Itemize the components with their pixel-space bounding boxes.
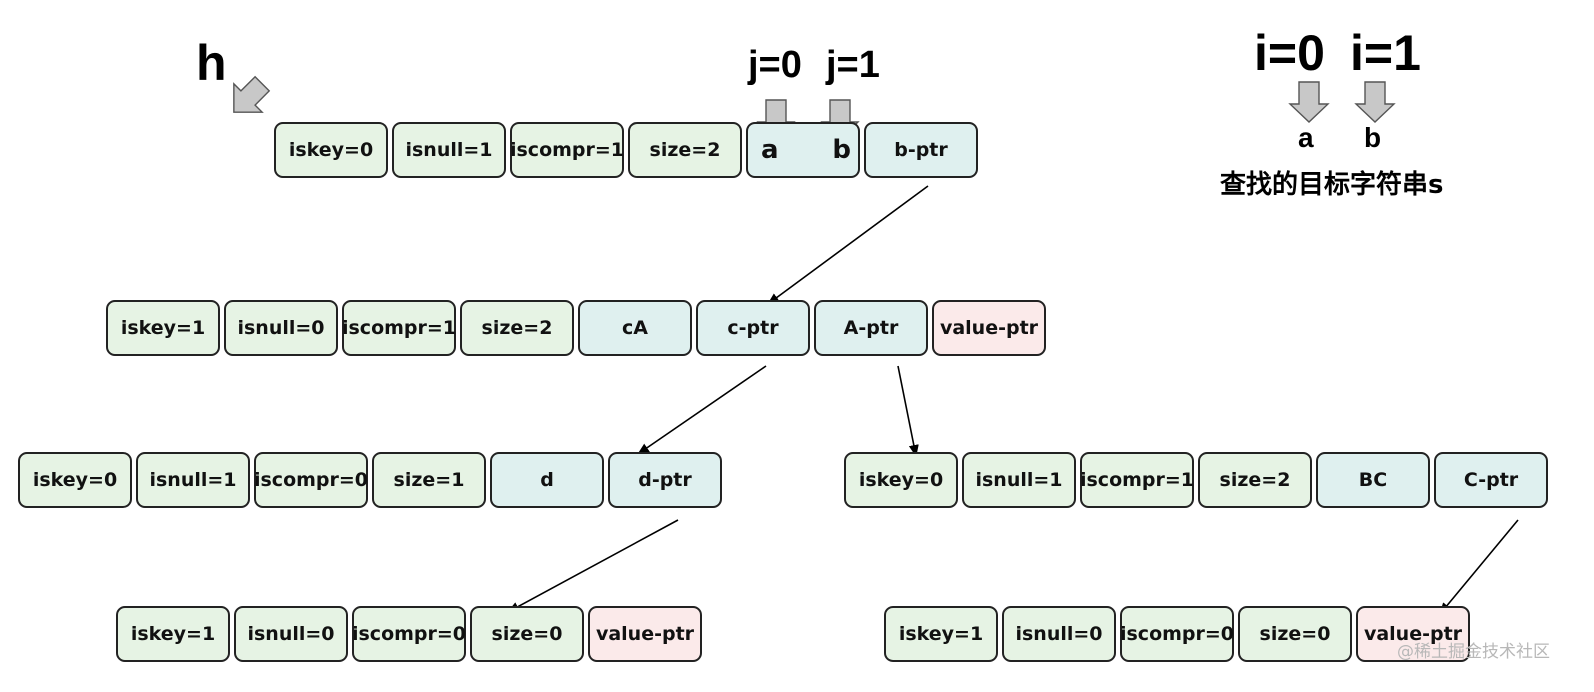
edge-d-ptr-to-level3-left: [507, 519, 679, 613]
index-label-i1: i=1: [1350, 25, 1421, 81]
level3-right-iscompr-cell: iscompr=0: [1120, 606, 1234, 662]
level3-right-value-ptr-cell: value-ptr: [1356, 606, 1470, 662]
root-key-char-a: a: [760, 135, 779, 165]
root-key-cell: a b: [746, 122, 860, 178]
level2-right-iskey-cell: iskey=0: [844, 452, 958, 508]
level3-right-size-cell: size=0: [1238, 606, 1352, 662]
edge-C-ptr-to-level3-right: [1439, 519, 1519, 615]
root-b-ptr-cell: b-ptr: [864, 122, 978, 178]
level2-left-isnull-cell: isnull=1: [136, 452, 250, 508]
edge-A-ptr-to-level2-right: [897, 365, 919, 457]
level1-c-ptr-cell: c-ptr: [696, 300, 810, 356]
level3-left-size-cell: size=0: [470, 606, 584, 662]
level3-right-isnull-cell: isnull=0: [1002, 606, 1116, 662]
root-iskey-cell: iskey=0: [274, 122, 388, 178]
level1-isnull-cell: isnull=0: [224, 300, 338, 356]
level3-right-iskey-cell: iskey=1: [884, 606, 998, 662]
search-string-caption: 查找的目标字符串s: [1220, 170, 1444, 200]
level3-left-iskey-cell: iskey=1: [116, 606, 230, 662]
search-char-b: b: [1364, 122, 1382, 153]
search-char-a: a: [1298, 122, 1314, 153]
pointer-label-h: h: [196, 35, 227, 91]
i0-down-arrow-icon: [1288, 81, 1330, 123]
edge-c-ptr-to-level2-left: [637, 365, 767, 455]
level3-left-isnull-cell: isnull=0: [234, 606, 348, 662]
root-iscompr-cell: iscompr=1: [510, 122, 624, 178]
root-key-char-b: b: [832, 135, 852, 165]
level2-left-key-cell: d: [490, 452, 604, 508]
level3-left-iscompr-cell: iscompr=0: [352, 606, 466, 662]
level2-left-size-cell: size=1: [372, 452, 486, 508]
level1-key-cell: cA: [578, 300, 692, 356]
watermark-text: @稀土掘金技术社区: [1397, 642, 1550, 662]
level1-A-ptr-cell: A-ptr: [814, 300, 928, 356]
edge-b-ptr-to-level1: [767, 185, 929, 305]
level2-right-key-cell: BC: [1316, 452, 1430, 508]
level1-size-cell: size=2: [460, 300, 574, 356]
root-isnull-cell: isnull=1: [392, 122, 506, 178]
level2-right-isnull-cell: isnull=1: [962, 452, 1076, 508]
level2-left-iskey-cell: iskey=0: [18, 452, 132, 508]
level1-value-ptr-cell: value-ptr: [932, 300, 1046, 356]
h-pointer-arrow-icon: [233, 75, 271, 113]
level1-iskey-cell: iskey=1: [106, 300, 220, 356]
level2-left-iscompr-cell: iscompr=0: [254, 452, 368, 508]
level2-right-iscompr-cell: iscompr=1: [1080, 452, 1194, 508]
index-label-i0: i=0: [1254, 25, 1325, 81]
level3-left-value-ptr-cell: value-ptr: [588, 606, 702, 662]
level1-iscompr-cell: iscompr=1: [342, 300, 456, 356]
level2-left-d-ptr-cell: d-ptr: [608, 452, 722, 508]
root-size-cell: size=2: [628, 122, 742, 178]
i1-down-arrow-icon: [1354, 81, 1396, 123]
index-label-j1: j=1: [826, 44, 880, 86]
index-label-j0: j=0: [748, 44, 802, 86]
level2-right-size-cell: size=2: [1198, 452, 1312, 508]
level2-right-C-ptr-cell: C-ptr: [1434, 452, 1548, 508]
